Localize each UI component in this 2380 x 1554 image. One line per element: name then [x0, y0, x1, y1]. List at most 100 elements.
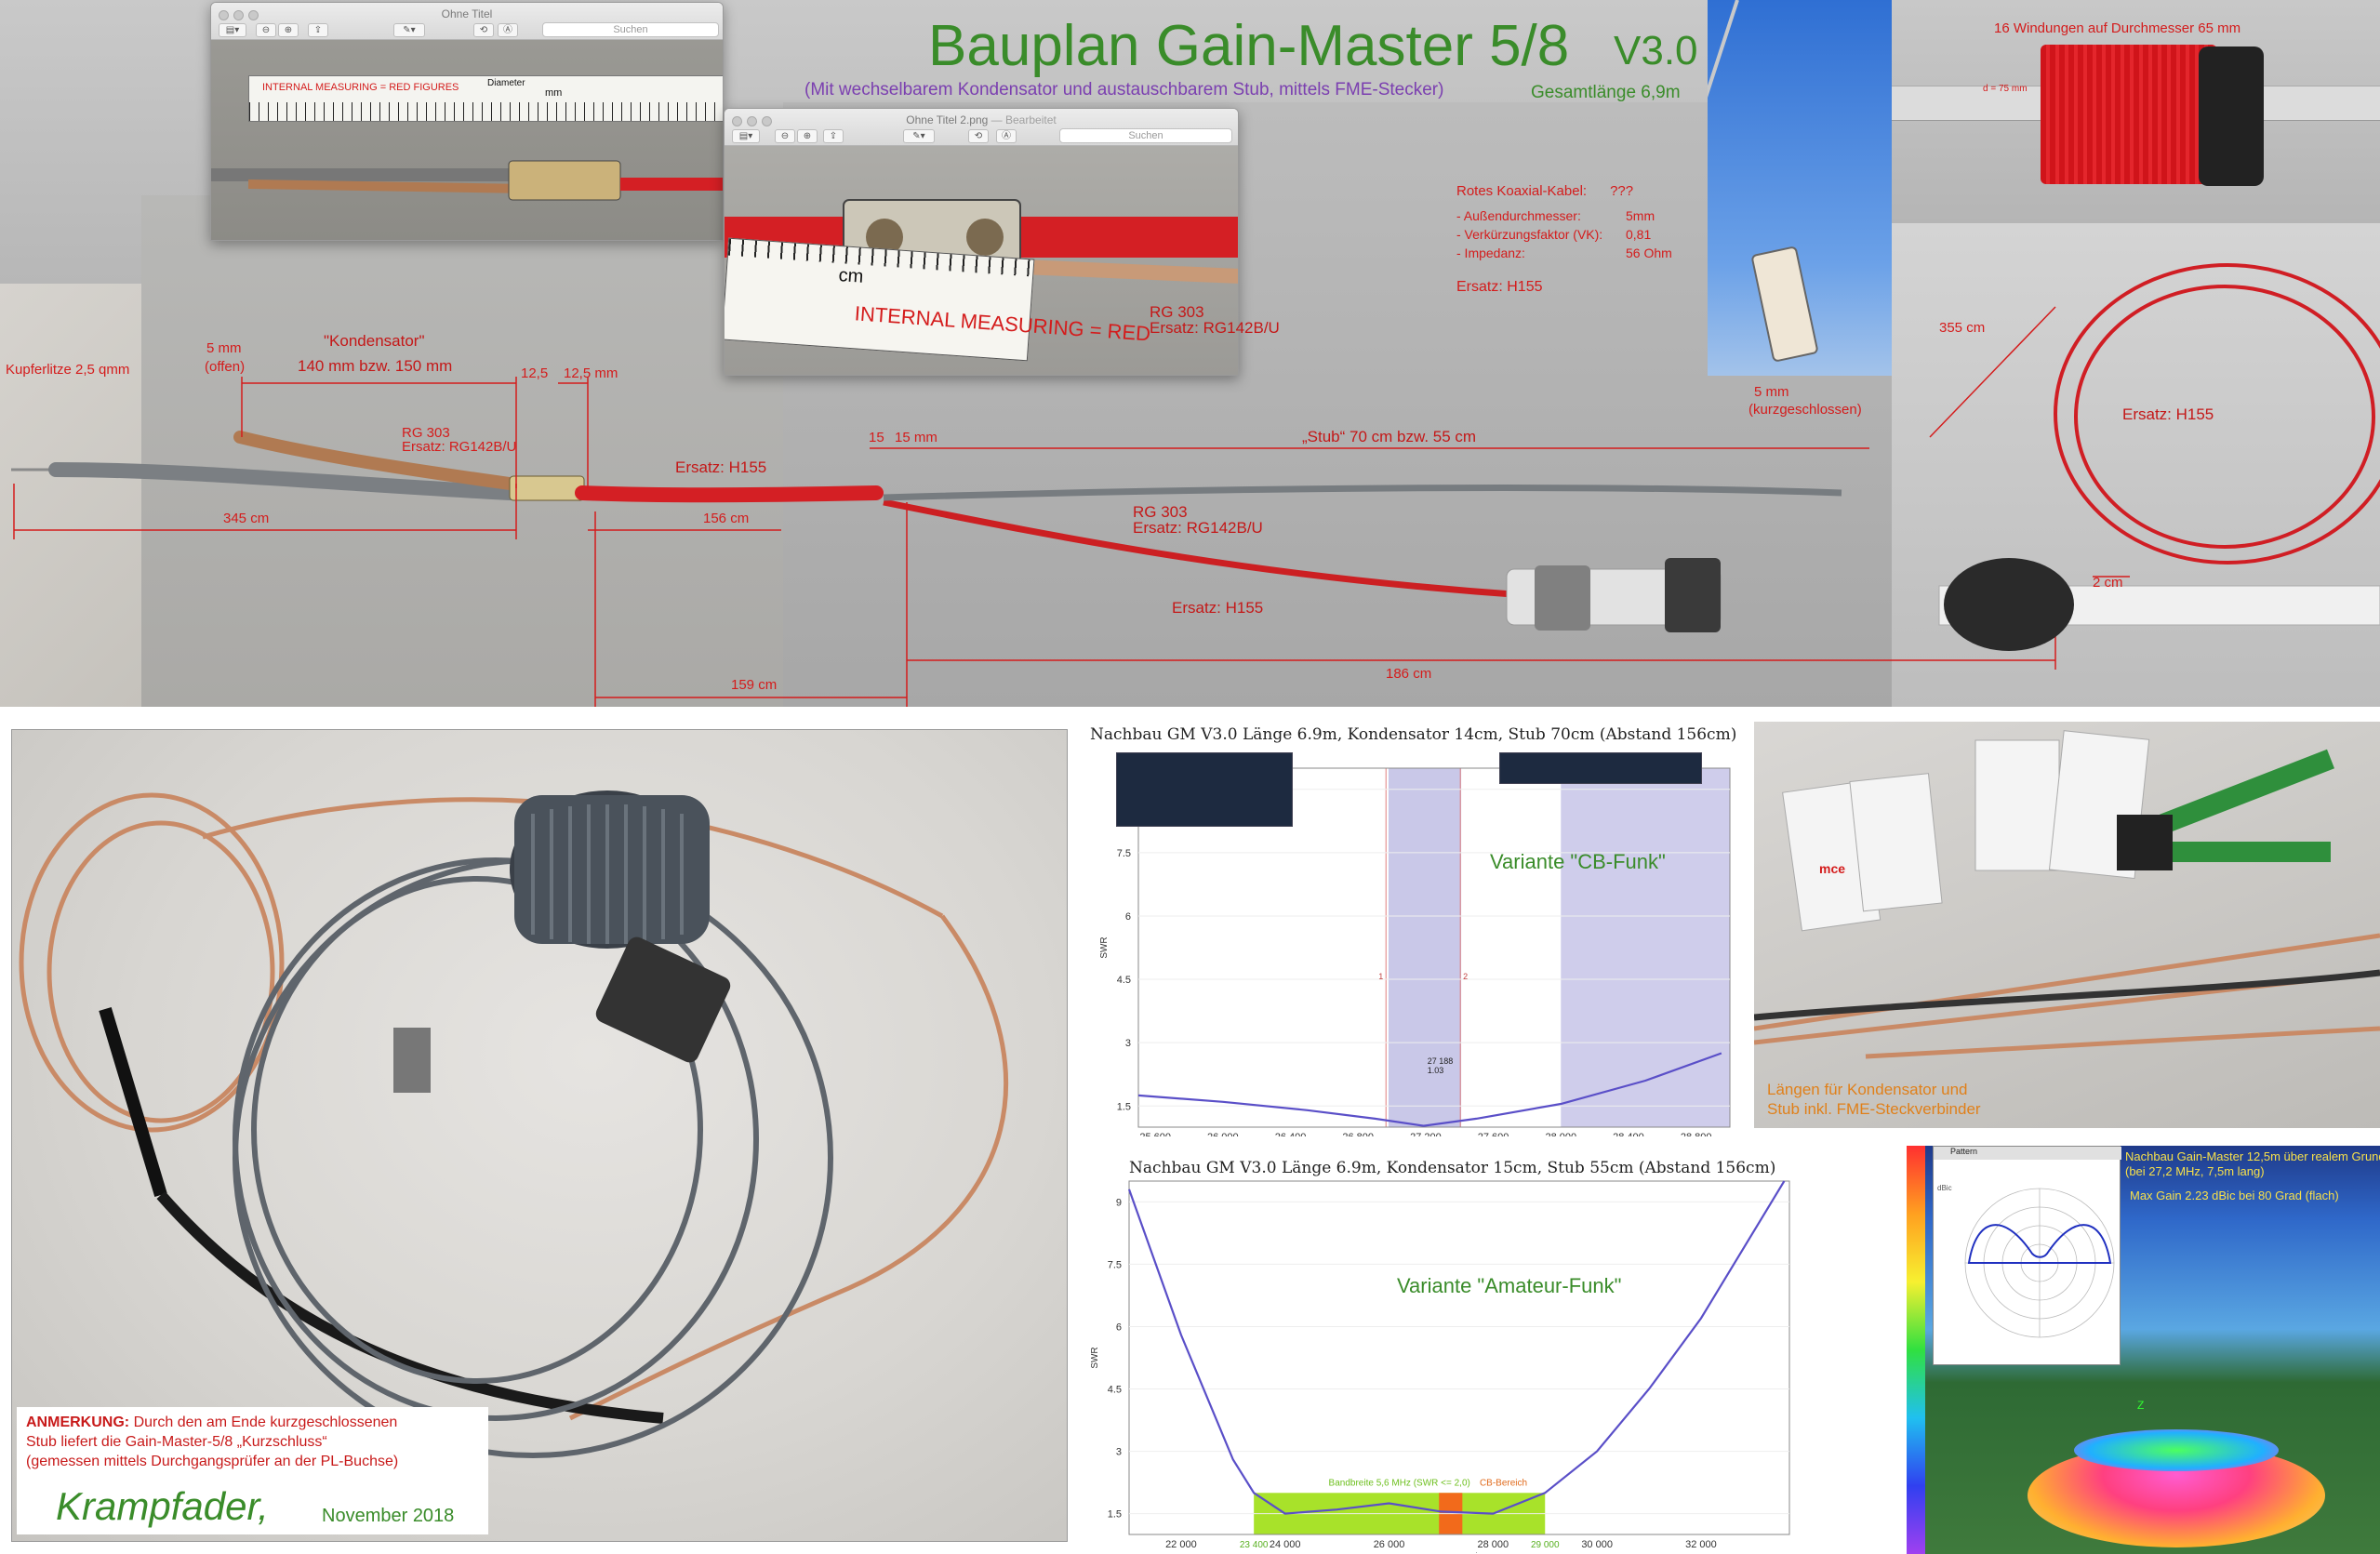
- chart-1-marker-panel: [1116, 752, 1293, 827]
- rotate-icon[interactable]: ⟲: [473, 23, 494, 37]
- close-dot[interactable]: [732, 116, 742, 126]
- zoom-in-icon[interactable]: ⊕: [797, 129, 818, 143]
- label-short-gap: 5 mm: [1754, 384, 1789, 400]
- pattern-subtitle: (bei 27,2 MHz, 7,5m lang): [2125, 1164, 2265, 1178]
- y-tick-label: 7.5: [1108, 1259, 1122, 1270]
- annotate-icon[interactable]: Ⓐ: [996, 129, 1017, 143]
- radiation-pattern-panel: Nachbau Gain-Master 12,5m über realem Gr…: [1907, 1146, 2380, 1554]
- window-2-edited: — Bearbeitet: [991, 113, 1057, 126]
- close-dot[interactable]: [219, 10, 229, 20]
- ruler-zoom: INTERNAL MEASURING = RED cm: [725, 237, 1151, 362]
- markup-icon[interactable]: ✎▾: [393, 23, 425, 37]
- pattern-gain: Max Gain 2.23 dBic bei 80 Grad (flach): [2130, 1189, 2339, 1202]
- coil-photo: [1892, 0, 2380, 223]
- label-coil-ersatz: Ersatz: H155: [2122, 405, 2214, 423]
- y-tick-label: 7.5: [1117, 848, 1131, 859]
- chart-1-marker-table: [1499, 752, 1702, 784]
- label-short-note: (kurzgeschlossen): [1748, 402, 1862, 418]
- page-title: Bauplan Gain-Master 5/8: [928, 14, 1570, 78]
- screenshot-window-2: Ohne Titel 2.png — Bearbeitet ▤▾ ⊖ ⊕ ⇪ ✎…: [724, 108, 1239, 376]
- minimize-dot[interactable]: [233, 10, 244, 20]
- y-tick-label: 4.5: [1117, 975, 1131, 986]
- swr-series-line: [1137, 1052, 1722, 1127]
- cable-spec: Rotes Koaxial-Kabel: ??? - Außendurchmes…: [1456, 183, 1672, 296]
- y-tick-label: 1.5: [1117, 1101, 1131, 1112]
- label-stub-rg303-alt: Ersatz: RG142B/U: [1133, 519, 1263, 537]
- zoom-out-icon[interactable]: ⊖: [256, 23, 276, 37]
- sidebar-toggle-icon[interactable]: ▤▾: [732, 129, 760, 143]
- markup-icon[interactable]: ✎▾: [903, 129, 935, 143]
- screenshot-window-1: Ohne Titel ▤▾ ⊖ ⊕ ⇪ ✎▾ ⟲ Ⓐ Suchen INTERN…: [210, 2, 724, 241]
- work-surface-middle: [141, 195, 783, 707]
- cable-spec-ersatz: Ersatz: H155: [1456, 279, 1543, 295]
- zoom-label-rg303: RG 303: [1150, 303, 1204, 321]
- x-tick-label: 28 400: [1613, 1132, 1644, 1136]
- search-field[interactable]: Suchen: [1059, 128, 1232, 143]
- x-tick-label: 26 000: [1374, 1539, 1405, 1550]
- chart-1-title: Nachbau GM V3.0 Länge 6.9m, Kondensator …: [1090, 725, 1737, 744]
- swr-chart-amateur: Nachbau GM V3.0 Länge 6.9m, Kondensator …: [1081, 1140, 1796, 1553]
- chart-2-variant: Variante "Amateur-Funk": [1397, 1274, 1622, 1297]
- x-tick-label: 26 000: [1207, 1132, 1239, 1136]
- note-box: ANMERKUNG: Durch den am Ende kurzgeschlo…: [17, 1407, 488, 1534]
- total-length: Gesamtlänge 6,9m: [1531, 83, 1681, 102]
- label-345cm: 345 cm: [223, 511, 270, 526]
- assembled-antenna-photo: [11, 729, 1068, 1542]
- y-tick-label: 3: [1125, 1038, 1131, 1049]
- x-tick-label: 22 000: [1165, 1539, 1197, 1550]
- swr-chart-cb: Nachbau GM V3.0 Länge 6.9m, Kondensator …: [1090, 724, 1752, 1136]
- label-2cm: 2 cm: [2093, 575, 2123, 591]
- red-coil: [2041, 45, 2217, 184]
- zoom-label-rg303-alt: Ersatz: RG142B/U: [1150, 319, 1280, 337]
- y-axis-label: SWR: [1099, 936, 1110, 958]
- zoom-in-icon[interactable]: ⊕: [278, 23, 299, 37]
- zoom-dot[interactable]: [762, 116, 772, 126]
- marker-swr-label: 1.03: [1428, 1066, 1444, 1075]
- label-kupferlitze: Kupferlitze 2,5 qmm: [6, 362, 130, 378]
- x-tick-label: 28 800: [1681, 1132, 1712, 1136]
- x-tick-label: 32 000: [1685, 1539, 1717, 1550]
- x-tick-label: 30 000: [1581, 1539, 1613, 1550]
- label-12-5-b: 12,5 mm: [564, 365, 618, 381]
- share-icon[interactable]: ⇪: [823, 129, 844, 143]
- note-text-3: (gemessen mittels Durchgangsprüfer an de…: [26, 1454, 399, 1469]
- y-tick-label: 1.5: [1108, 1509, 1122, 1521]
- parts-brand: mce: [1819, 861, 1846, 876]
- pattern-title: Nachbau Gain-Master 12,5m über realem Gr…: [2125, 1149, 2380, 1163]
- minimize-dot[interactable]: [747, 116, 757, 126]
- polar-window-title: Pattern: [1934, 1147, 2121, 1160]
- polar-plot-window: Pattern dBic: [1933, 1146, 2121, 1365]
- author: Krampfader,: [56, 1484, 269, 1528]
- parts-caption-2: Stub inkl. FME-Steckverbinder: [1767, 1100, 1981, 1118]
- window-2-titlebar: Ohne Titel 2.png — Bearbeitet ▤▾ ⊖ ⊕ ⇪ ✎…: [725, 109, 1238, 146]
- marker-2-label: 2: [1463, 972, 1468, 981]
- label-windings: 16 Windungen auf Durchmesser 65 mm: [1994, 20, 2241, 36]
- label-stub-rg303: RG 303: [1133, 503, 1188, 521]
- polar-unit: dBic: [1937, 1184, 1952, 1192]
- sidebar-toggle-icon[interactable]: ▤▾: [219, 23, 246, 37]
- label-kondensator: "Kondensator": [324, 332, 425, 350]
- marker-freq-label: 27 188: [1428, 1056, 1454, 1066]
- swr-series-line: [1127, 1180, 1786, 1515]
- zoom-dot[interactable]: [248, 10, 259, 20]
- cb-band-highlight: [1388, 768, 1462, 1127]
- version-label: V3.0: [1614, 28, 1698, 73]
- cable-spec-row: - Außendurchmesser:5mm: [1456, 208, 1655, 223]
- x-tick-label: 26 800: [1342, 1132, 1374, 1136]
- x-axis-label: Frequency, kHz: [1427, 1552, 1491, 1553]
- plot-frame: [1128, 1180, 1790, 1535]
- label-rg303: RG 303: [402, 425, 450, 441]
- rotate-icon[interactable]: ⟲: [968, 129, 989, 143]
- x-tick-label: 27 200: [1410, 1132, 1442, 1136]
- label-gap: 5 mm: [206, 340, 242, 356]
- annotate-icon[interactable]: Ⓐ: [498, 23, 518, 37]
- zoom-out-icon[interactable]: ⊖: [775, 129, 795, 143]
- x-tick-label: 28 000: [1545, 1132, 1576, 1136]
- ruler-caption: INTERNAL MEASURING = RED FIGURES: [262, 82, 459, 93]
- search-field[interactable]: Suchen: [542, 22, 719, 37]
- label-kond-lengths: 140 mm bzw. 150 mm: [298, 357, 453, 375]
- window-2-title: Ohne Titel 2.png: [906, 113, 989, 126]
- share-icon[interactable]: ⇪: [308, 23, 328, 37]
